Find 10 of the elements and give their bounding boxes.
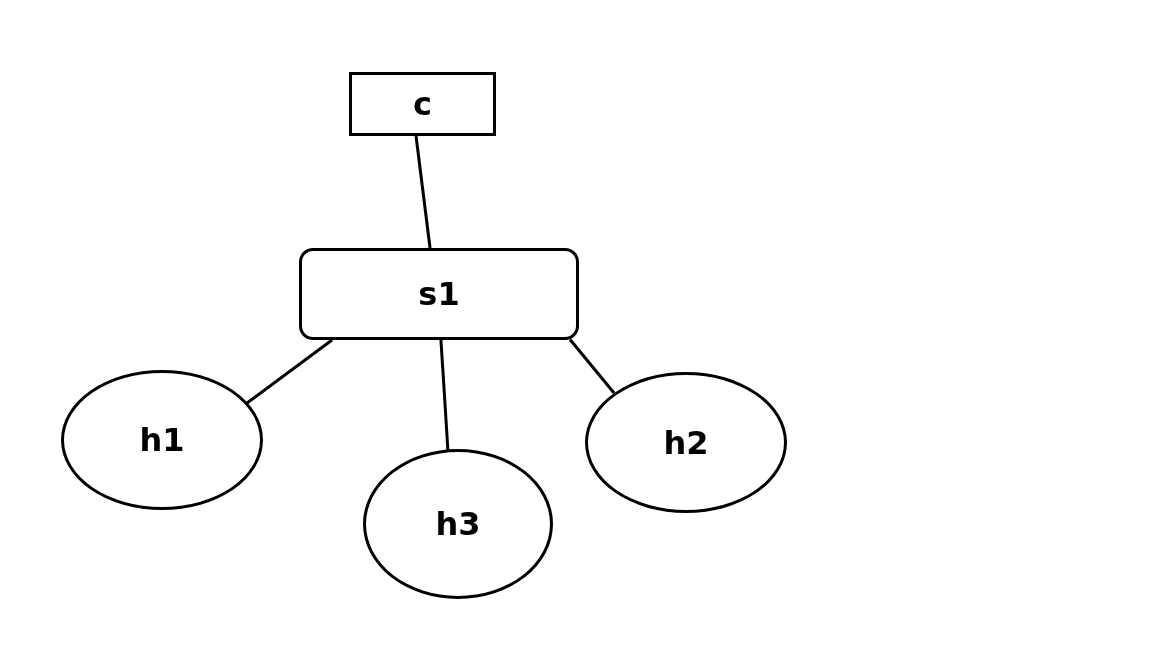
process-box	[349, 72, 496, 136]
node-label: h2	[663, 423, 709, 462]
node-label: h3	[435, 505, 481, 543]
node-label: s1	[418, 275, 460, 313]
rounded-box	[299, 248, 579, 340]
node-label: h1	[139, 421, 185, 459]
connector-line	[414, 135, 432, 249]
node-label: c	[413, 85, 432, 123]
connector-line	[246, 338, 333, 405]
connector-line	[568, 338, 616, 394]
